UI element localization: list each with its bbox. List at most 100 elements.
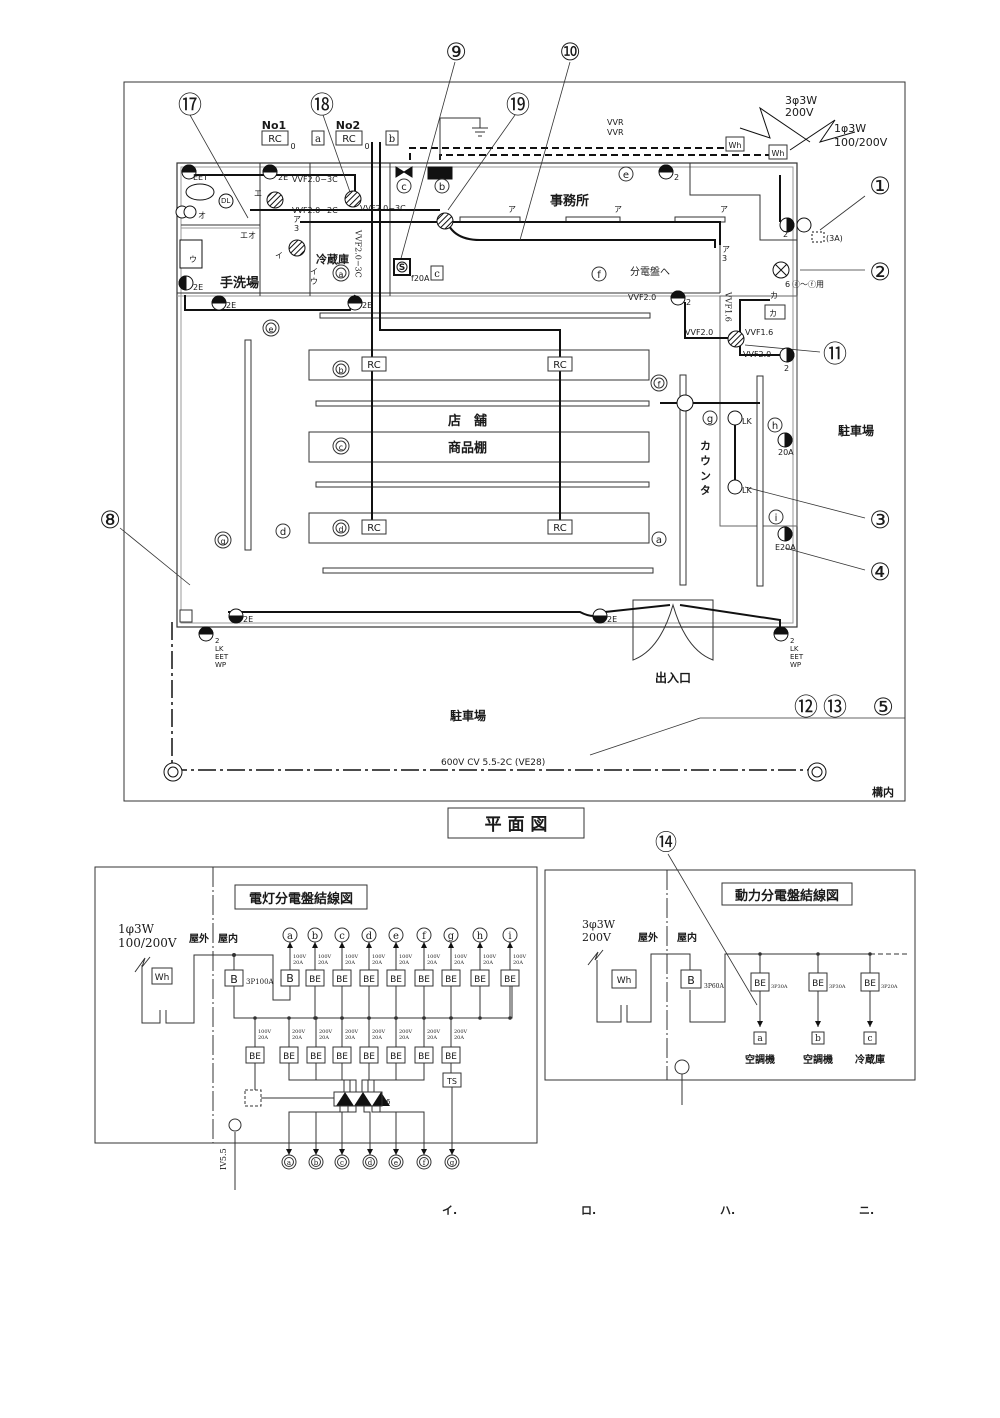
svg-text:20A: 20A: [345, 960, 355, 966]
indoor-label: 屋内: [218, 932, 238, 945]
circuit-label-i: i: [775, 513, 778, 524]
load-id: a: [757, 1034, 763, 1044]
cable-label-vertical: VVF2.0−3C: [354, 229, 363, 278]
target-c: c: [434, 269, 440, 280]
breaker-label: BE: [363, 1052, 375, 1062]
callout-14: ⑭: [655, 831, 677, 856]
outlet-icon: [198, 626, 214, 642]
rc-switch: RC: [553, 523, 566, 534]
room-entrance: 出入口: [655, 670, 691, 685]
breaker-rating: 3P20A: [881, 984, 898, 990]
junction-box-19: [436, 212, 454, 230]
supply-1phase-voltage: 100/200V: [834, 136, 888, 149]
outlet-20a-label: 20A: [778, 448, 794, 457]
svg-text:20A: 20A: [258, 1035, 268, 1041]
cable-label: VVF2.0: [743, 350, 771, 359]
svg-text:ウ: ウ: [189, 255, 197, 264]
meter-3phase: Wh: [729, 141, 742, 150]
svg-text:d: d: [368, 1159, 373, 1167]
svg-text:20A: 20A: [483, 960, 493, 966]
outlet-icon: [347, 295, 363, 311]
svg-text:2: 2: [686, 298, 691, 307]
rc-target-b: b: [389, 134, 395, 145]
breaker-label: BE: [445, 975, 457, 985]
junction-box-17: [266, 191, 284, 209]
svg-text:2: 2: [215, 637, 219, 645]
callout-19: ⑲: [506, 91, 530, 119]
svg-text:20A: 20A: [399, 960, 409, 966]
breaker-label: BE: [390, 975, 402, 985]
svg-text:20A: 20A: [513, 960, 523, 966]
breaker-label: BE: [754, 979, 766, 989]
room-office: 事務所: [550, 193, 589, 209]
circuit-label-e: e: [269, 325, 274, 334]
circuit-label-a: a: [656, 535, 662, 546]
circuit-label-c: c: [401, 182, 407, 193]
svg-text:ア: ア: [508, 205, 516, 214]
svg-text:e: e: [394, 1159, 398, 1167]
svg-text:2E: 2E: [193, 283, 203, 292]
svg-text:b: b: [314, 1159, 319, 1167]
breaker-label: BE: [864, 979, 876, 989]
outlet-icon: [727, 479, 743, 495]
svg-text:20A: 20A: [372, 1035, 382, 1041]
breaker-label: BE: [309, 975, 321, 985]
svg-text:20A: 20A: [454, 1035, 464, 1041]
photo-voltage-detector: ハ.: [712, 1192, 848, 1402]
svg-text:100V: 100V: [372, 954, 386, 960]
contactor-count: 6: [386, 1098, 391, 1106]
svg-text:20A: 20A: [427, 1035, 437, 1041]
room-parking-right: 駐車場: [838, 423, 874, 438]
outlet-icon: [592, 608, 608, 624]
room-store: 店 舗: [448, 413, 487, 429]
svg-text:20A: 20A: [427, 960, 437, 966]
breaker-label: BE: [474, 975, 486, 985]
outlet-icon: [779, 217, 795, 233]
circuit-label-g: g: [707, 414, 713, 425]
circuit-label-f: f: [597, 270, 601, 281]
svg-text:100V: 100V: [293, 954, 307, 960]
callout-9: ⑨: [445, 38, 467, 66]
lighting-supply-label: 1φ3W: [118, 922, 155, 936]
callout-10: ⑩: [559, 38, 581, 66]
breaker-label: BE: [336, 975, 348, 985]
svg-text:ア: ア: [614, 205, 622, 214]
svg-text:20A: 20A: [372, 960, 382, 966]
to-panel-label: 分電盤へ: [630, 265, 670, 278]
lighting-panel-title: 電灯分電盤結線図: [249, 891, 353, 907]
svg-text:100V: 100V: [454, 954, 468, 960]
circuit-label-d: d: [338, 525, 343, 534]
svg-text:エオ: エオ: [240, 231, 256, 240]
supply-1phase-label: 1φ3W: [834, 122, 866, 135]
breaker-box: [386, 969, 406, 987]
svg-text:2: 2: [783, 230, 788, 239]
output-circuit-f: f: [379, 1106, 432, 1170]
svg-text:200V: 200V: [399, 1029, 413, 1035]
room-parking-bottom: 駐車場: [450, 708, 486, 723]
callout-18: ⑱: [310, 91, 334, 119]
room-counter: カ ウ ン タ: [699, 440, 712, 496]
junction-box: [288, 239, 306, 257]
circuit-label-g: g: [220, 537, 225, 546]
svg-text:200V: 200V: [319, 1029, 333, 1035]
vvr-label: VVR: [607, 128, 624, 137]
outlet-icon: [181, 164, 197, 180]
rc-switch: RC: [553, 360, 566, 371]
breaker-label: BE: [445, 1052, 457, 1062]
callout-5: ⑤: [872, 693, 894, 721]
ammeter-note: (3A): [826, 234, 843, 243]
cable-label: VVF2.0−3C: [360, 204, 406, 213]
load-name: 冷蔵庫: [855, 1053, 885, 1066]
indoor-label: 屋内: [677, 931, 697, 944]
photo-insulation-tester: ニ.: [851, 1192, 987, 1402]
svg-text:100V: 100V: [483, 954, 497, 960]
svg-text:LK: LK: [790, 645, 799, 653]
circuit-label-e: e: [623, 170, 629, 181]
svg-text:イ: イ: [275, 251, 283, 260]
breaker-rating: 3P30A: [829, 984, 846, 990]
svg-text:20A: 20A: [292, 1035, 302, 1041]
timer-switch: TS: [446, 1077, 457, 1086]
outlet-icon: [777, 526, 793, 542]
